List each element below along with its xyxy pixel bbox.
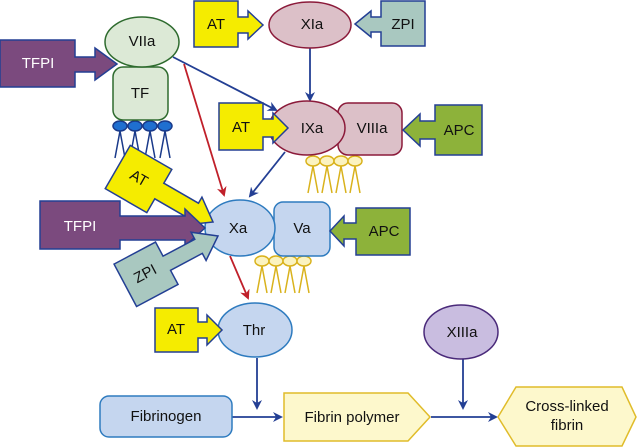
label-zpi-top: ZPI	[391, 16, 414, 33]
label-cross-linked-2: fibrin	[551, 417, 584, 434]
label-cross-linked-1: Cross-linked	[525, 398, 608, 415]
inhibitor-tfpi-xa: TFPI	[39, 200, 207, 250]
inhibitor-apc-viiia: APC	[401, 104, 483, 156]
node-va: Va	[273, 201, 331, 257]
label-viia: VIIa	[129, 33, 156, 50]
label-xia: XIa	[301, 16, 324, 33]
arrow-viia-to-ixa	[172, 56, 278, 111]
label-fibrinogen: Fibrinogen	[131, 408, 202, 425]
label-va: Va	[293, 220, 311, 237]
label-thr: Thr	[243, 322, 266, 339]
node-xia: XIa	[268, 1, 352, 49]
label-tfpi-xa: TFPI	[64, 218, 97, 235]
phospholipid-xa	[254, 255, 312, 294]
arrow-xa-to-thr	[229, 255, 250, 300]
inhibitor-at-thr: AT	[154, 307, 224, 353]
inhibitor-at-top: AT	[193, 0, 265, 48]
label-at-thr: AT	[167, 321, 185, 338]
label-xa: Xa	[229, 220, 248, 237]
phospholipid-ixa	[305, 155, 363, 194]
inhibitor-at-ixa: AT	[218, 102, 290, 151]
node-fibrin-polymer: Fibrin polymer	[283, 392, 432, 442]
label-at-ixa: AT	[232, 119, 250, 136]
node-xiiia: XIIIa	[423, 304, 499, 360]
label-tf: TF	[131, 85, 149, 102]
label-viiia: VIIIa	[357, 120, 389, 137]
label-ixa: IXa	[301, 120, 324, 137]
label-apc-va: APC	[369, 223, 400, 240]
node-tf: TF	[112, 66, 169, 121]
label-at-xa: AT	[127, 167, 151, 191]
node-thr: Thr	[217, 302, 293, 358]
label-fibrin-polymer: Fibrin polymer	[304, 409, 399, 426]
node-viia: VIIa	[104, 16, 180, 68]
inhibitor-zpi-top: ZPI	[353, 0, 426, 47]
label-apc-viiia: APC	[444, 122, 475, 139]
arrow-viia-to-xa	[183, 63, 227, 197]
arrow-ixa-to-xa	[248, 151, 286, 198]
label-xiiia: XIIIa	[447, 324, 479, 341]
label-tfpi-top: TFPI	[22, 55, 55, 72]
node-cross-linked-fibrin: Cross-linked fibrin	[497, 386, 637, 447]
label-at-top: AT	[207, 16, 225, 33]
inhibitor-tfpi-top: TFPI	[0, 39, 119, 88]
inhibitor-apc-va: APC	[328, 207, 411, 256]
inhibitor-zpi-xa: ZPI	[113, 231, 220, 308]
node-xa: Xa	[204, 199, 276, 257]
node-fibrinogen: Fibrinogen	[99, 395, 233, 438]
node-viiia: VIIIa	[337, 102, 403, 156]
